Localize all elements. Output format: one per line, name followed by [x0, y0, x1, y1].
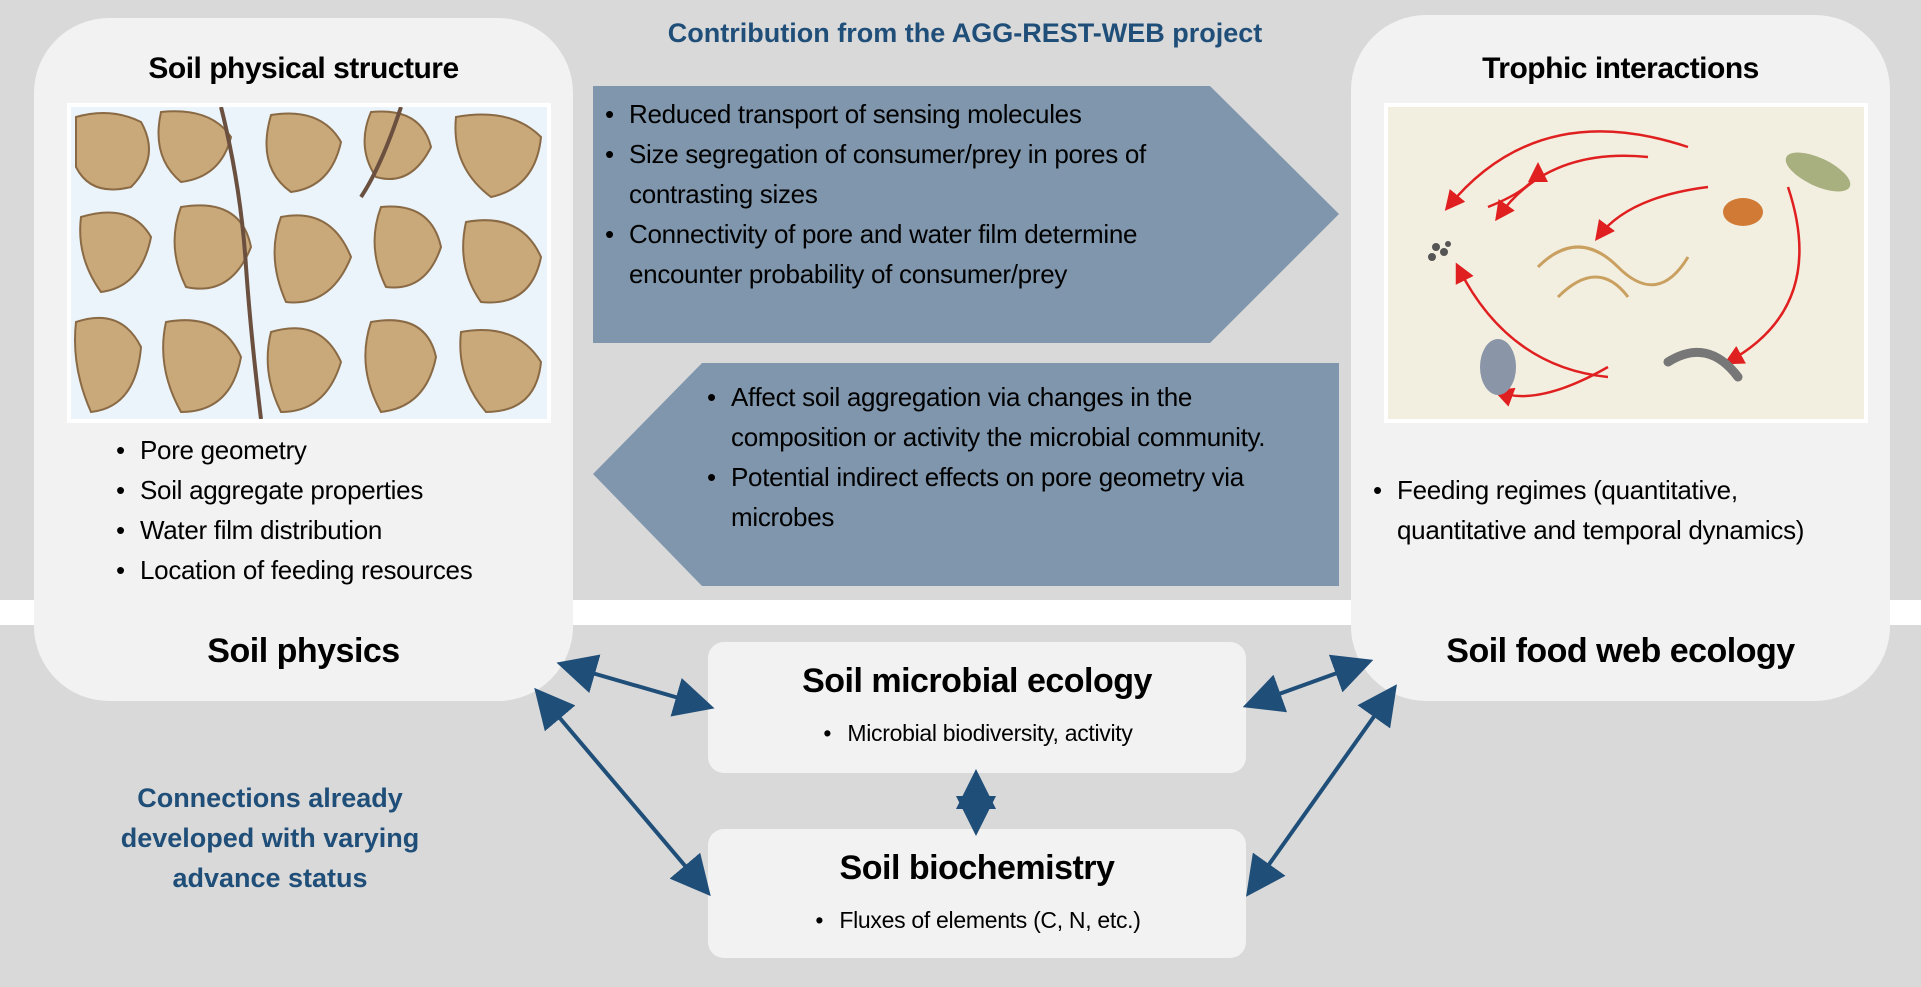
bullet-item: Fluxes of elements (C, N, etc.)	[813, 900, 1141, 940]
bullet-item: Potential indirect effects on pore geome…	[705, 457, 1330, 537]
soil-structure-illustration	[67, 103, 551, 423]
bullet-item: Reduced transport of sensing molecules	[603, 94, 1193, 134]
right-box-title: Trophic interactions	[1482, 52, 1759, 85]
arrow-physics-microbial	[556, 654, 715, 717]
left-box-footer: Soil physics	[207, 632, 400, 670]
soil-food-web-box: Trophic interactions Feeding regimes (qu…	[1351, 15, 1890, 701]
arrow-microbial-foodweb	[1242, 654, 1374, 713]
bullet-item: Feeding regimes (quantitative, quantitat…	[1371, 470, 1851, 550]
bullet-item: Location of feeding resources	[114, 550, 473, 590]
foodweb-to-physics-arrow-panel: Affect soil aggregation via changes in t…	[593, 363, 1339, 586]
physics-to-foodweb-arrow-panel: Reduced transport of sensing molecules S…	[593, 86, 1339, 343]
microbial-box-title: Soil microbial ecology	[802, 662, 1152, 700]
connections-note: Connections already developed with varyi…	[120, 783, 420, 893]
bullet-item: Microbial biodiversity, activity	[821, 713, 1133, 753]
soil-microbial-ecology-box: Soil microbial ecology Microbial biodive…	[708, 642, 1246, 773]
soil-biochemistry-box: Soil biochemistry Fluxes of elements (C,…	[708, 829, 1246, 958]
left-box-title: Soil physical structure	[148, 52, 459, 85]
biochem-box-title: Soil biochemistry	[839, 849, 1115, 887]
bullet-item: Water film distribution	[114, 510, 472, 550]
soil-physics-box: Soil physical structure	[34, 18, 573, 701]
header-title: Contribution from the AGG-REST-WEB proje…	[667, 18, 1263, 48]
arrow-biochem-foodweb	[1246, 684, 1397, 897]
arrow-physics-biochem	[534, 687, 711, 897]
bullet-item: Soil aggregate properties	[114, 470, 472, 510]
bullet-item: Size segregation of consumer/prey in por…	[603, 134, 1193, 214]
bullet-item: Connectivity of pore and water film dete…	[603, 214, 1193, 294]
trophic-interactions-illustration	[1384, 103, 1868, 423]
left-box-bullets: Pore geometry Soil aggregate properties …	[114, 430, 473, 590]
bullet-item: Affect soil aggregation via changes in t…	[705, 377, 1330, 457]
right-box-footer: Soil food web ecology	[1446, 632, 1795, 670]
bullet-item: Pore geometry	[114, 430, 472, 470]
right-box-bullets: Feeding regimes (quantitative, quantitat…	[1371, 470, 1851, 550]
